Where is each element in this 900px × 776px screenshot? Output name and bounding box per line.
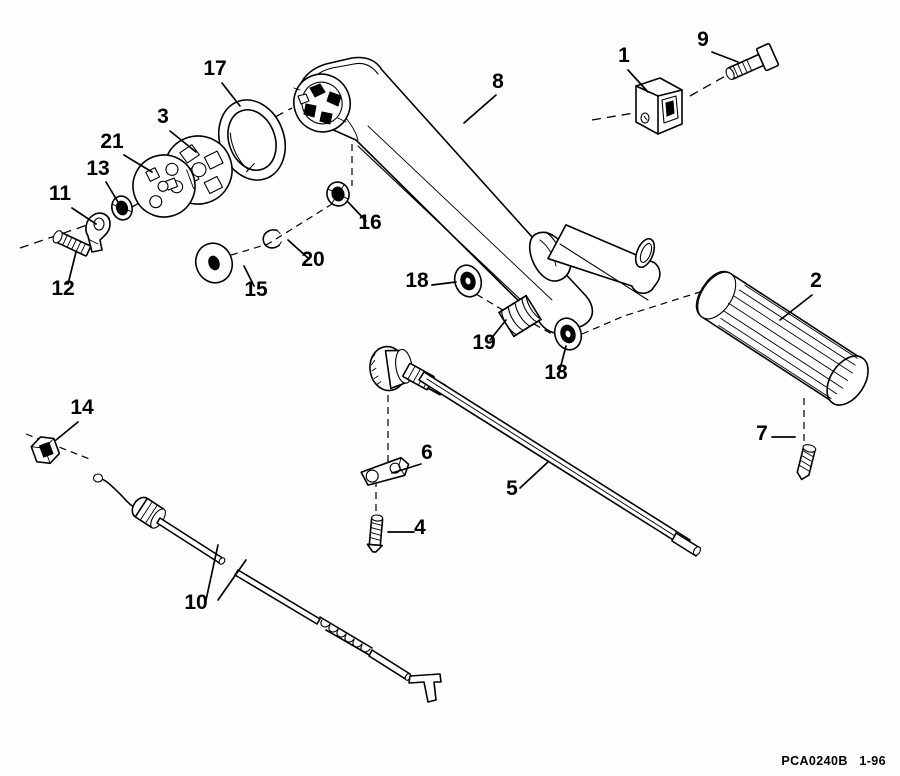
cable-nut bbox=[30, 436, 61, 465]
clip bbox=[85, 212, 111, 253]
callout-13: 13 bbox=[86, 157, 109, 180]
spring bbox=[498, 294, 542, 338]
drawing-footer: PCA0240B 1-96 bbox=[781, 754, 886, 768]
callout-9: 9 bbox=[697, 28, 709, 51]
rubber-grip bbox=[695, 270, 869, 406]
lock-washer bbox=[111, 195, 133, 221]
callout-18-lower: 18 bbox=[544, 361, 568, 384]
friction-ring bbox=[218, 99, 286, 181]
screw bbox=[52, 230, 92, 257]
nut bbox=[326, 181, 350, 207]
tiller-handle-body bbox=[293, 56, 661, 335]
retainer-bracket bbox=[360, 456, 410, 486]
callout-11: 11 bbox=[49, 182, 72, 205]
callout-21: 21 bbox=[100, 130, 124, 153]
callout-15: 15 bbox=[244, 278, 268, 301]
cable-coil bbox=[319, 616, 379, 661]
callout-18-upper: 18 bbox=[405, 269, 429, 292]
flat-washer bbox=[194, 242, 234, 284]
callout-7: 7 bbox=[756, 422, 768, 445]
callout-2: 2 bbox=[810, 269, 822, 292]
washer-upper bbox=[453, 264, 483, 298]
c-clip bbox=[262, 229, 282, 249]
callout-14: 14 bbox=[70, 396, 94, 419]
washer-lower bbox=[553, 317, 583, 351]
callout-1: 1 bbox=[618, 44, 630, 67]
handle-tapered-shaft bbox=[547, 224, 661, 301]
callout-12: 12 bbox=[51, 277, 74, 300]
cable-ferrule-upper bbox=[131, 496, 166, 529]
callout-8: 8 bbox=[492, 70, 504, 93]
callout-19: 19 bbox=[472, 331, 495, 354]
callout-leaders bbox=[55, 51, 813, 601]
callout-5: 5 bbox=[506, 477, 518, 500]
callout-20: 20 bbox=[301, 248, 324, 271]
callout-4: 4 bbox=[414, 516, 426, 539]
handle-pivot-head bbox=[293, 73, 351, 133]
callout-6: 6 bbox=[421, 441, 433, 464]
screw-bracket bbox=[366, 514, 384, 553]
callout-3: 3 bbox=[157, 105, 169, 128]
control-cable-upper bbox=[92, 473, 226, 565]
callout-numbers: 1 2 3 4 5 6 7 8 9 10 11 12 13 14 15 16 1… bbox=[49, 28, 822, 614]
throttle-rod bbox=[369, 345, 702, 557]
control-cable-lower bbox=[234, 569, 442, 703]
callout-10: 10 bbox=[184, 591, 207, 614]
grip-screw bbox=[796, 444, 817, 481]
callout-17: 17 bbox=[203, 57, 226, 80]
bolt bbox=[725, 42, 780, 80]
callout-16: 16 bbox=[358, 211, 381, 234]
throttle-knob bbox=[369, 345, 413, 392]
